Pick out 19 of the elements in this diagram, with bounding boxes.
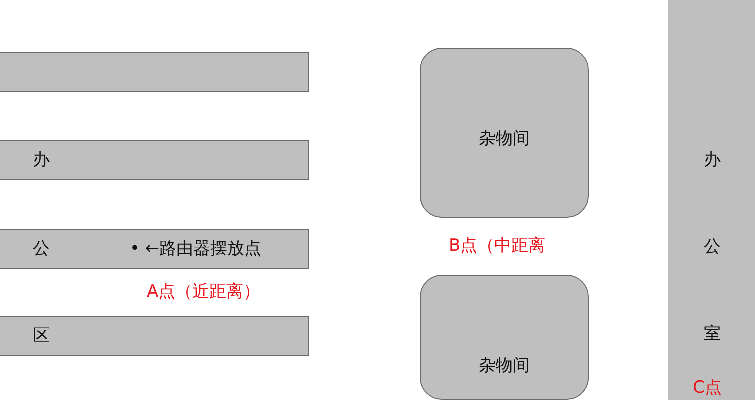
office-bar <box>0 140 309 180</box>
point-label: A点（近距离） <box>147 282 261 302</box>
room-label: 公 <box>704 237 721 257</box>
office-bar <box>0 229 309 269</box>
office-bar <box>0 316 309 356</box>
room-label: 办 <box>33 150 50 170</box>
room-label: 杂物间 <box>478 129 531 149</box>
storage-room-box <box>420 275 589 400</box>
office-band <box>668 0 755 400</box>
router-location-note: • ←路由器摆放点 <box>130 239 262 259</box>
office-bar <box>0 52 309 92</box>
room-label: 办 <box>704 150 721 170</box>
room-label: 室 <box>704 324 721 344</box>
room-label: 区 <box>33 326 50 346</box>
room-label: 公 <box>33 239 50 259</box>
room-label: 杂物间 <box>478 356 531 376</box>
storage-room-box <box>420 48 589 218</box>
point-label: C点 <box>693 378 722 398</box>
point-label: B点（中距离 <box>449 236 546 256</box>
